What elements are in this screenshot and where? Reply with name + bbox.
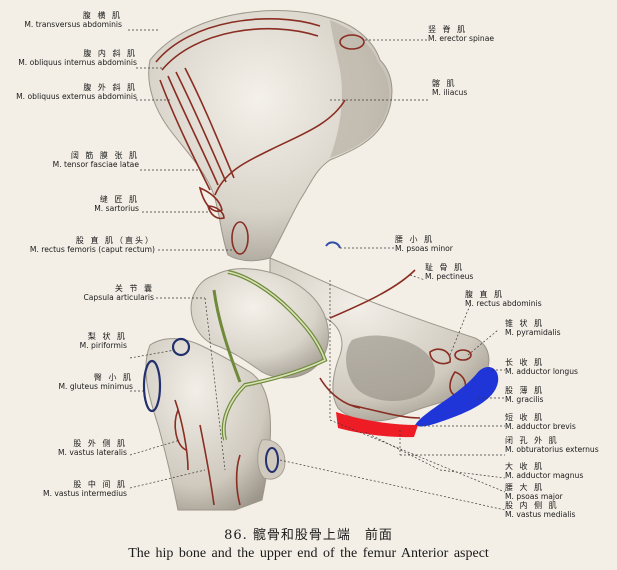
vastus-medialis-mark bbox=[265, 447, 279, 473]
gluteus-minimus-mark bbox=[142, 359, 162, 413]
femur-neck bbox=[190, 268, 329, 379]
piriformis-mark bbox=[171, 337, 191, 357]
ilium-wing bbox=[148, 10, 393, 262]
label-rectus-femoris: 股 直 肌（直头）M. rectus femoris (caput rectum… bbox=[29, 236, 155, 254]
blue-mark bbox=[415, 367, 499, 427]
obturator-foramen bbox=[346, 335, 436, 402]
leader-lines bbox=[128, 29, 506, 511]
joint-capsule-line bbox=[212, 270, 328, 441]
figure-caption-english: The hip bone and the upper end of the fe… bbox=[128, 546, 489, 561]
lesser-trochanter bbox=[257, 439, 286, 480]
psoas-minor-mark bbox=[325, 241, 341, 249]
ilium-shadow bbox=[330, 20, 390, 158]
figure-caption-chinese: 86. 髋骨和股骨上端 前面 bbox=[224, 528, 393, 543]
